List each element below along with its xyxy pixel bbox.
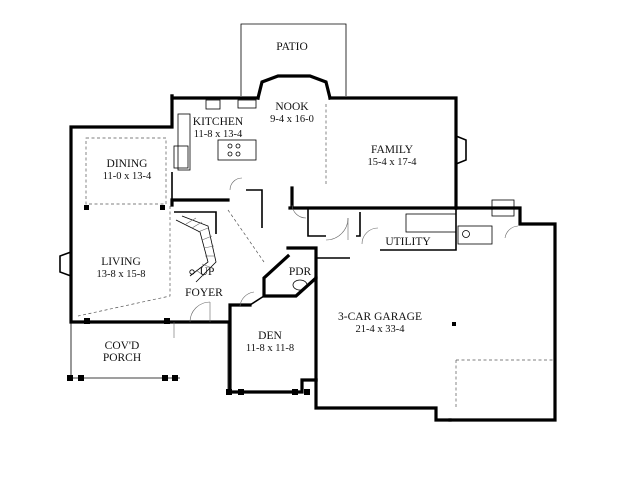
dining-label: DINING xyxy=(107,158,148,170)
dashed-divisions xyxy=(77,104,555,408)
kitchen-size: 11-8 x 13-4 xyxy=(194,129,243,140)
nook-label: NOOK xyxy=(275,101,309,113)
interior-walls xyxy=(170,172,458,306)
dining-ceiling xyxy=(85,137,167,205)
pdr-label: PDR xyxy=(289,266,312,278)
posts xyxy=(67,205,456,395)
porch-label-line1: COV'D xyxy=(105,340,140,352)
up-label: UP xyxy=(200,266,215,278)
nook-size: 9-4 x 16-0 xyxy=(270,114,314,125)
living-label: LIVING xyxy=(101,256,141,268)
dining-size: 11-0 x 13-4 xyxy=(103,171,152,182)
garage-label: 3-CAR GARAGE xyxy=(338,311,422,323)
living-size: 13-8 x 15-8 xyxy=(97,269,146,280)
exterior-walls xyxy=(69,74,557,422)
family-size: 15-4 x 17-4 xyxy=(368,157,418,168)
stair xyxy=(175,215,217,283)
den-label: DEN xyxy=(258,330,282,342)
utility-fixtures xyxy=(405,199,515,245)
garage-size: 21-4 x 33-4 xyxy=(356,324,406,335)
room-labels: PATIO NOOK 9-4 x 16-0 KITCHEN 11-8 x 13-… xyxy=(97,41,432,364)
family-label: FAMILY xyxy=(371,144,414,156)
kitchen-label: KITCHEN xyxy=(193,116,244,128)
porch-label-line2: PORCH xyxy=(103,352,141,364)
doors xyxy=(189,177,519,323)
patio-label: PATIO xyxy=(276,41,308,53)
kitchen-fixtures xyxy=(173,99,257,171)
pdr-fixtures xyxy=(292,279,308,291)
foyer-label: FOYER xyxy=(185,287,223,299)
den-size: 11-8 x 11-8 xyxy=(246,343,294,354)
patio-area xyxy=(240,23,347,96)
porch xyxy=(70,322,229,392)
utility-label: UTILITY xyxy=(385,236,431,248)
fireplaces xyxy=(59,135,467,277)
